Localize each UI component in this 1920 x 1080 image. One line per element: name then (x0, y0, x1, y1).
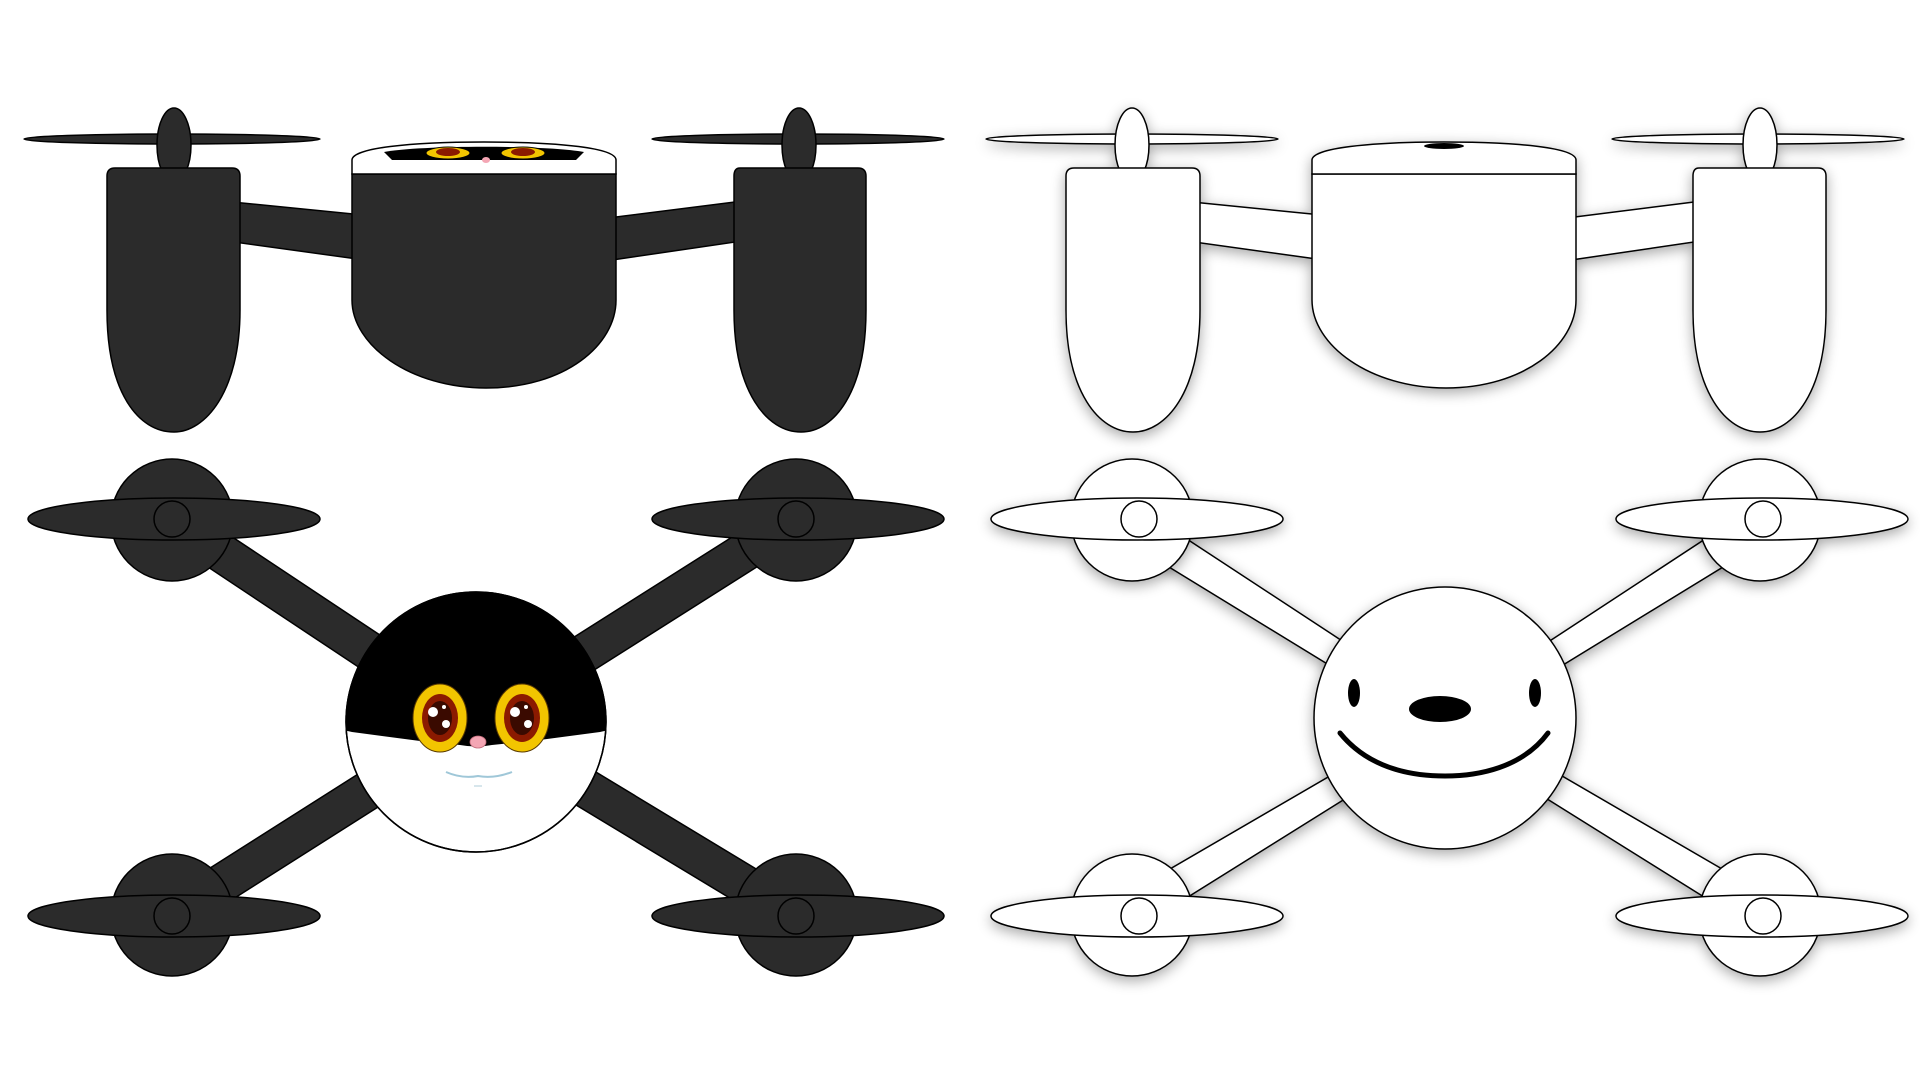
cat-nose (469, 735, 487, 749)
dark-top-rotor-rear-left (27, 853, 321, 977)
dark-side-left-propeller (23, 107, 321, 183)
dark-drone-side-view (23, 107, 945, 433)
cat-right-eye (494, 683, 550, 753)
dark-side-body (351, 141, 617, 389)
white-side-top-sensor (1424, 143, 1464, 149)
cat-face-mask (346, 592, 606, 747)
white-drone-top-view (990, 458, 1909, 977)
dark-top-rotor-rear-right (651, 853, 945, 977)
white-side-left-propeller (985, 107, 1279, 183)
dark-side-right-motor-housing (733, 167, 867, 433)
dark-drone-variant (23, 107, 945, 977)
smiley-left-eye (1348, 679, 1360, 707)
dark-drone-top-view (27, 458, 945, 977)
smiley-right-eye (1529, 679, 1541, 707)
smiley-mouth (1337, 730, 1551, 779)
white-drone-variant (985, 107, 1909, 977)
cat-left-eye (412, 683, 468, 753)
white-side-left-motor-housing (1065, 167, 1201, 433)
white-top-body-smiley-face (1313, 586, 1577, 850)
white-side-right-propeller (1611, 107, 1905, 183)
cat-mouth (445, 771, 513, 778)
dark-top-rotor-front-left (27, 458, 321, 582)
dark-side-right-propeller (651, 107, 945, 183)
white-drone-side-view (985, 107, 1905, 433)
white-top-rotor-rear-right (1615, 853, 1909, 977)
white-top-rotor-front-right (1615, 458, 1909, 582)
white-top-rotor-front-left (990, 458, 1284, 582)
dark-top-rotor-front-right (651, 458, 945, 582)
smiley-nose (1409, 696, 1471, 722)
white-side-body (1311, 141, 1577, 389)
white-top-rotor-rear-left (990, 853, 1284, 977)
white-side-right-motor-housing (1692, 167, 1827, 433)
dark-side-left-motor-housing (106, 167, 241, 433)
